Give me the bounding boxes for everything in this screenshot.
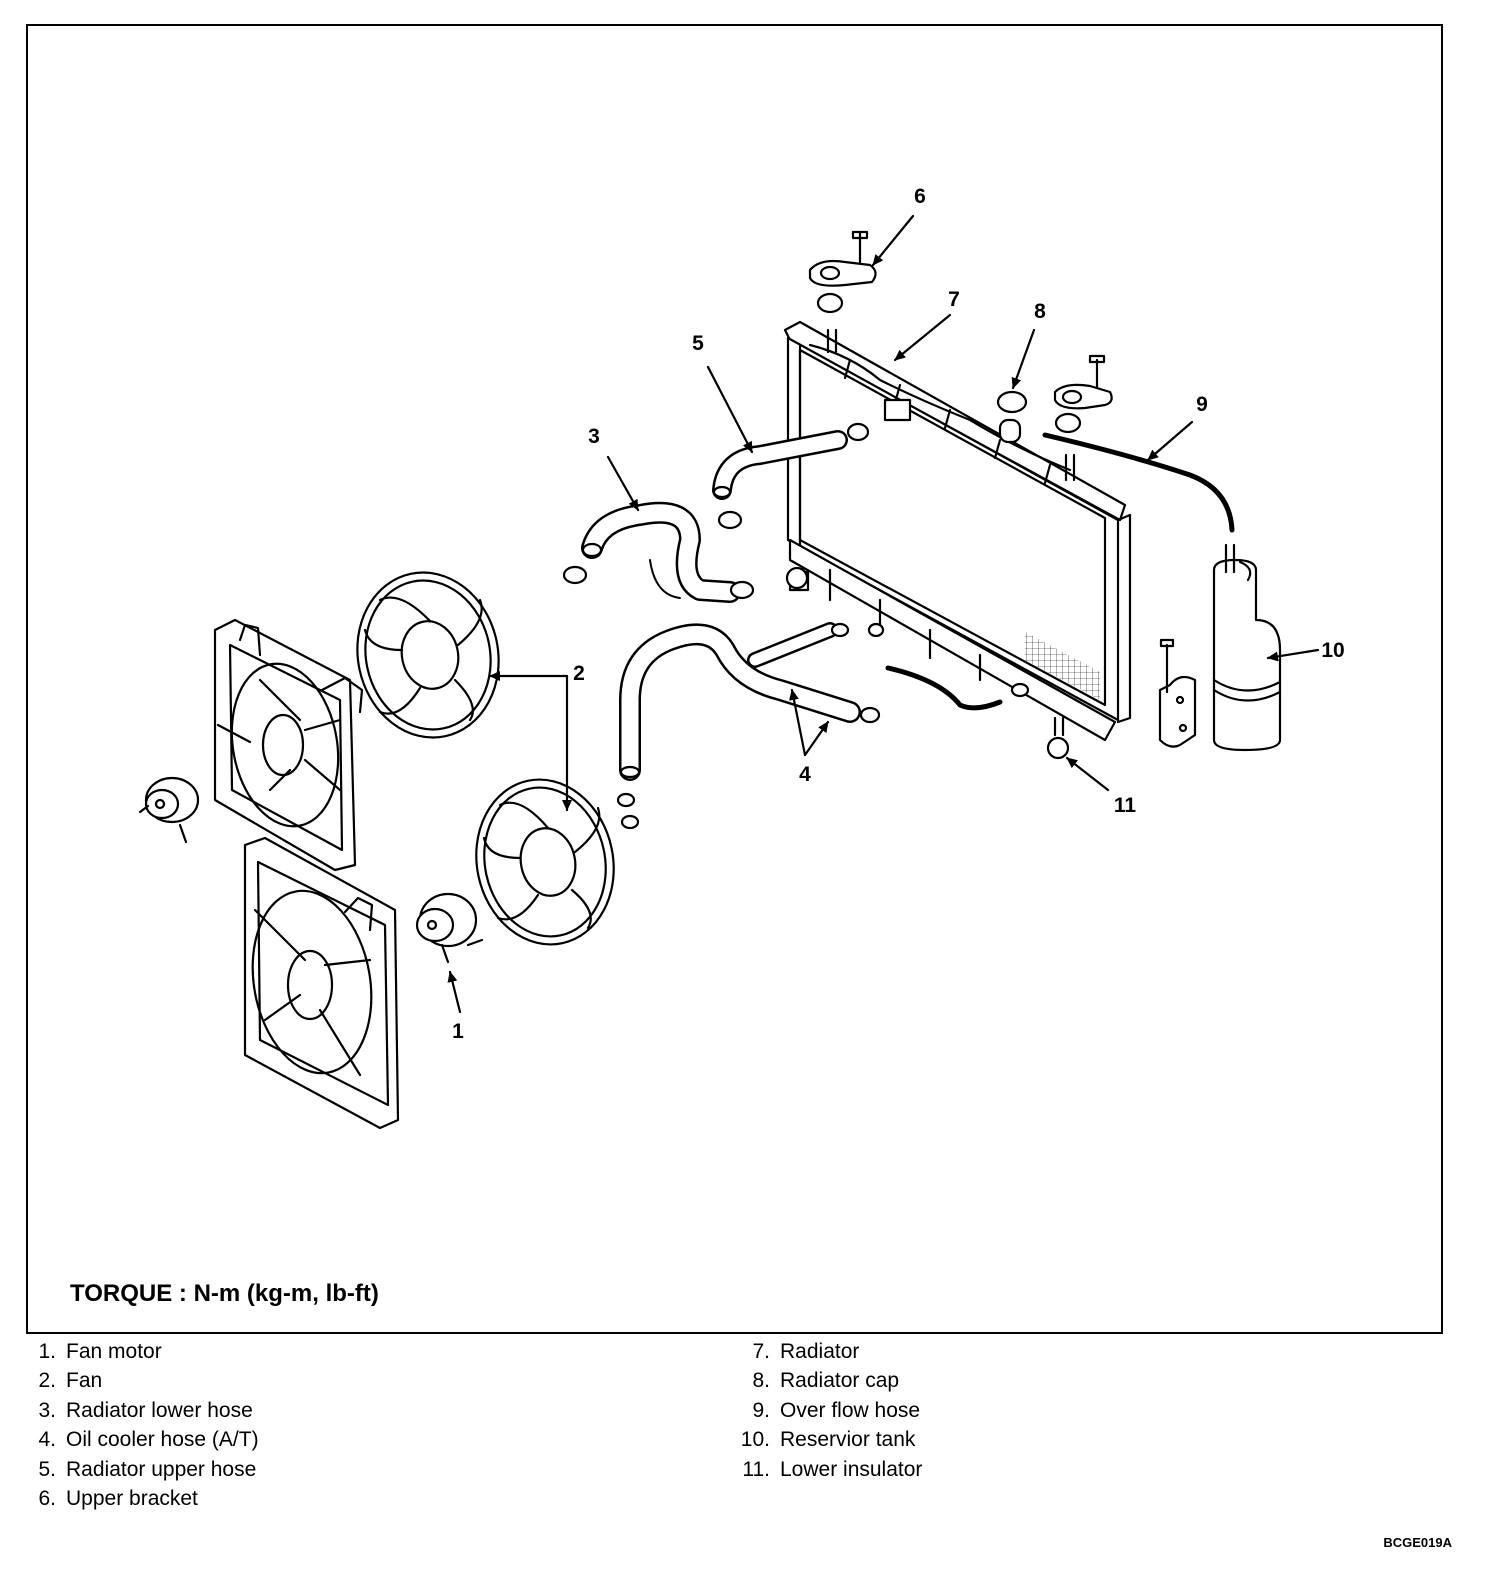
radiator-upper-hose (712, 422, 870, 530)
legend-item: 4.Oil cooler hose (A/T) (38, 1428, 259, 1452)
radiator-lower-hose (562, 501, 809, 603)
fan-shroud-upper (213, 618, 364, 872)
fan-lower (475, 778, 615, 946)
fan-upper (356, 571, 500, 739)
callout-8: 8 (1034, 300, 1046, 323)
torque-note: TORQUE : N-m (kg-m, lb-ft) (70, 1280, 379, 1307)
leader-lines (447, 214, 1320, 1014)
callout-1: 1 (452, 1020, 464, 1043)
legend-item: 9.Over flow hose (752, 1398, 921, 1422)
callout-9: 9 (1196, 393, 1208, 416)
legend-item: 2.Fan (38, 1369, 103, 1393)
legend-item: 8.Radiator cap (752, 1369, 900, 1393)
callout-2: 2 (573, 662, 585, 685)
legend-item: 6.Upper bracket (38, 1486, 198, 1510)
legend-item: 11.Lower insulator (742, 1457, 923, 1481)
lower-insulator (1046, 736, 1070, 760)
callout-5: 5 (692, 332, 704, 355)
legend-right: 7.Radiator 8.Radiator cap 9.Over flow ho… (730, 1340, 923, 1487)
diagram-frame (26, 24, 1443, 1334)
fan-motor (138, 776, 484, 964)
over-flow-hose (1042, 432, 1235, 533)
reservoir-tank (1158, 543, 1282, 752)
legend-item: 7.Radiator (752, 1340, 860, 1363)
upper-bracket (808, 230, 1113, 434)
callout-7: 7 (948, 288, 960, 311)
legend-item: 10.Reservior tank (740, 1428, 916, 1452)
legend-item: 5.Radiator upper hose (38, 1457, 257, 1481)
oil-cooler-hose (616, 622, 885, 830)
legend-item: 3.Radiator lower hose (38, 1398, 253, 1422)
radiator-cap (996, 390, 1028, 414)
figure-code: BCGE019A (1383, 1535, 1452, 1550)
callout-10: 10 (1321, 639, 1345, 662)
legend-left: 1.Fan motor 2.Fan 3.Radiator lower hose … (26, 1340, 259, 1516)
legend-item: 1.Fan motor (38, 1340, 162, 1363)
callout-11: 11 (1113, 794, 1137, 817)
callout-6: 6 (914, 185, 926, 208)
fan-shroud-lower (243, 836, 400, 1130)
callout-4: 4 (799, 763, 811, 786)
callout-3: 3 (588, 425, 600, 448)
radiator (783, 320, 1132, 742)
